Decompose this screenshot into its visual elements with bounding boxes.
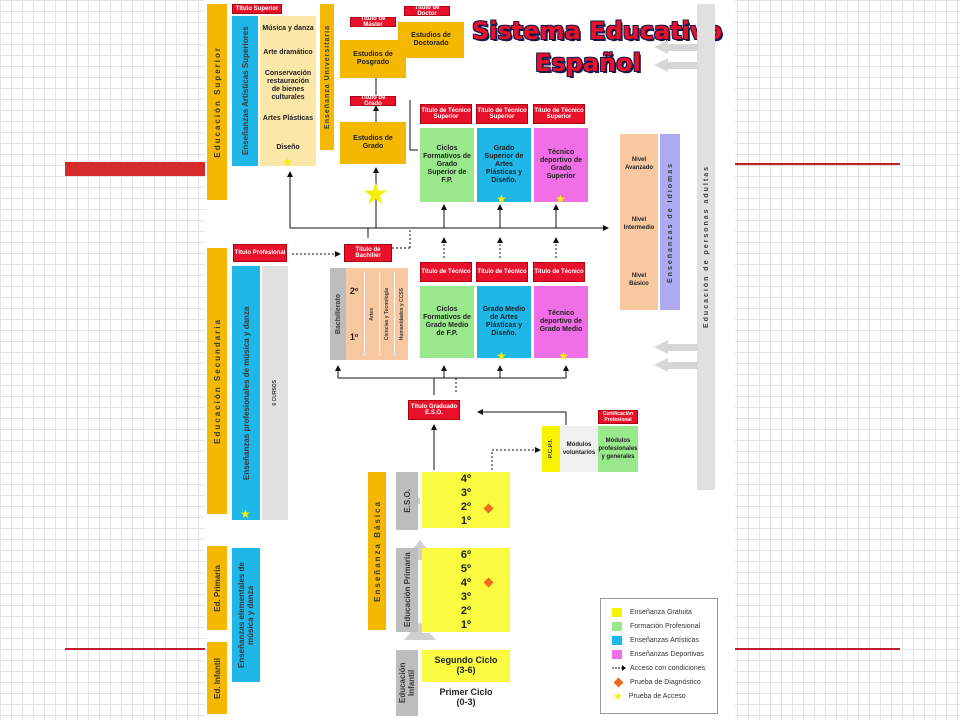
- primaria-level-1: 1º: [422, 618, 510, 633]
- stage-basica: Enseñanza Básica: [368, 472, 386, 630]
- titulo-superior-tag: Título Superior: [232, 4, 282, 14]
- bachillerato-curso-2: 2º: [349, 286, 359, 296]
- artistica-item-musica: Música y danza: [262, 25, 314, 32]
- primaria-level-2: 2º: [422, 604, 510, 619]
- idiomas-levels-bg: [620, 134, 658, 310]
- stage-secundaria: Educación Secundaria: [207, 248, 227, 514]
- grado-medio-artes: Grado Medio de Artes Plásticas y Diseño.: [477, 286, 531, 358]
- primaria-level-4: 4º: [422, 576, 510, 591]
- modalidad-humanidades: Humanidades y CCSS: [394, 272, 408, 356]
- modulos-voluntarios: Módulos voluntarios: [560, 426, 598, 472]
- primaria-level-3: 3º: [422, 590, 510, 605]
- title-line-1: Sistema Educativo: [472, 17, 723, 45]
- idiomas-nivel-avanzado: Nivel Avanzado: [624, 157, 654, 171]
- modalidad-ciencias: Ciencias y Tecnología: [379, 272, 393, 356]
- titulo-bachiller-tag: Título de Bachiller: [344, 244, 392, 262]
- star-icon: ★: [555, 192, 566, 206]
- star-icon-large: ★: [362, 178, 389, 211]
- tecnico-superior-tag-fp: Título de Técnico Superior: [420, 104, 472, 124]
- grado-medio-fp: Ciclos Formativos de Grado Medio de F.P.: [420, 286, 474, 358]
- pcpi-label: P.C.P.I.: [542, 426, 560, 472]
- primaria-level-5: 5º: [422, 562, 510, 577]
- ensenanzas-profesionales-musica: Enseñanzas profesionales de música y dan…: [232, 266, 260, 520]
- legend-acceso-condiciones: Acceso con condiciones: [612, 662, 705, 674]
- segundo-ciclo-age: (3-6): [456, 665, 476, 675]
- bachillerato-label: Bachillerato: [330, 268, 346, 360]
- artisticas-superiores-bar: Enseñanzas Artísticas Superiores: [232, 16, 258, 166]
- star-icon: ★: [496, 192, 507, 206]
- red-accent-block: [65, 162, 205, 176]
- idiomas-bar: Enseñanzas de Idiomas: [660, 134, 680, 310]
- title-line-2: Español: [535, 49, 641, 77]
- primer-ciclo-age: (0-3): [456, 697, 476, 707]
- seis-cursos: 6 CURSOS: [262, 266, 288, 520]
- modulos-profesionales: Módulos profesionales y generales: [598, 426, 638, 472]
- idiomas-nivel-basico: Nivel Básico: [629, 273, 649, 287]
- artistica-item-artes-plasticas: Artes Plásticas: [262, 115, 314, 122]
- titulo-grado-tag: Título de Grado: [350, 95, 396, 107]
- certificacion-profesional-tag: Certificación Profesional: [598, 410, 638, 424]
- titulo-graduado-eso-tag: Título Graduado E.S.O.: [408, 400, 460, 420]
- eso-label: E.S.O.: [396, 472, 418, 530]
- artisticas-superiores-list: [260, 16, 316, 166]
- tecnico-superior-tag-artes: Título de Técnico Superior: [476, 104, 528, 124]
- stage-superior: Educación Superior: [207, 4, 227, 200]
- eso-level-1: 1º: [422, 514, 510, 529]
- titulo-tecnico-tag-fp: Título de Técnico: [420, 262, 472, 282]
- eso-level-4: 4º: [422, 472, 510, 487]
- segundo-ciclo: Segundo Ciclo (3-6): [422, 650, 510, 682]
- legend-deportivas: Enseñanzas Deportivas: [612, 648, 704, 660]
- stage-universitaria: Enseñanza Universitaria: [320, 4, 334, 150]
- star-icon: ★: [613, 690, 623, 703]
- estudios-posgrado: Estudios de Posgrado: [340, 40, 406, 78]
- grado-superior-deportivo: Técnico deportivo de Grado Superior: [534, 128, 588, 202]
- titulo-profesional-tag: Título Profesional: [233, 244, 287, 262]
- eso-level-2: 2º: [422, 500, 510, 515]
- star-icon: ★: [558, 349, 569, 363]
- dotted-arrow-icon: [612, 665, 626, 671]
- star-icon: ★: [496, 349, 507, 363]
- grado-superior-artes: Grado Superior de Artes Plásticas y Dise…: [477, 128, 531, 202]
- diamond-icon: [613, 677, 624, 687]
- star-icon: ★: [240, 507, 251, 521]
- artistica-item-diseno: Diseño: [276, 144, 300, 151]
- bachillerato-curso-1: 1º: [349, 332, 359, 342]
- titulo-tecnico-tag-artes: Título de Técnico: [476, 262, 528, 282]
- eso-level-3: 3º: [422, 486, 510, 501]
- stage-primaria: Ed. Primaria: [207, 546, 227, 630]
- adultas-arrows: [654, 40, 698, 372]
- bachillerato-grid: [346, 268, 408, 360]
- legend-formacion: Formación Profesional: [612, 620, 700, 632]
- star-icon: ★: [282, 155, 293, 169]
- artistica-item-arte-dramatico: Arte dramático: [263, 49, 313, 56]
- artistica-item-conservacion: Conservación restauración de bienes cult…: [264, 70, 312, 101]
- primaria-label: Educación Primaria: [396, 548, 418, 632]
- stage-infantil: Ed. Infantil: [207, 642, 227, 714]
- legend-prueba-diagnostico: Prueba de Diagnóstico: [612, 676, 701, 688]
- grado-superior-fp: Ciclos Formativos de Grado Superior de F…: [420, 128, 474, 202]
- primer-ciclo: Primer Ciclo (0-3): [422, 684, 510, 716]
- titulo-doctor-tag: Título de Doctor: [404, 5, 450, 17]
- infantil-label: Educación Infantil: [396, 650, 418, 716]
- primaria-level-6: 6º: [422, 548, 510, 563]
- stage-adultas: Educación de personas adultas: [697, 4, 715, 490]
- legend-prueba-acceso: ★ Prueba de Acceso: [613, 690, 686, 703]
- titulo-tecnico-tag-deportivo: Título de Técnico: [533, 262, 585, 282]
- ensenanzas-elementales-musica: Enseñanzas elementales de música y danza: [232, 548, 260, 682]
- grado-medio-deportivo: Técnico deportivo de Grado Medio: [534, 286, 588, 358]
- estudios-doctorado: Estudios de Doctorado: [398, 22, 464, 58]
- legend-gratuita: Enseñanza Gratuita: [612, 606, 692, 618]
- segundo-ciclo-label: Segundo Ciclo: [434, 655, 498, 665]
- titulo-master-tag: Título de Máster: [350, 16, 396, 28]
- idiomas-nivel-intermedio: Nivel Intermedio: [623, 217, 655, 231]
- modalidad-artes: Artes: [364, 272, 378, 356]
- legend-artisticas: Enseñanzas Artísticas: [612, 634, 699, 646]
- primer-ciclo-label: Primer Ciclo: [439, 687, 493, 697]
- estudios-grado: Estudios de Grado: [340, 122, 406, 164]
- tecnico-superior-tag-deportivo: Título de Técnico Superior: [533, 104, 585, 124]
